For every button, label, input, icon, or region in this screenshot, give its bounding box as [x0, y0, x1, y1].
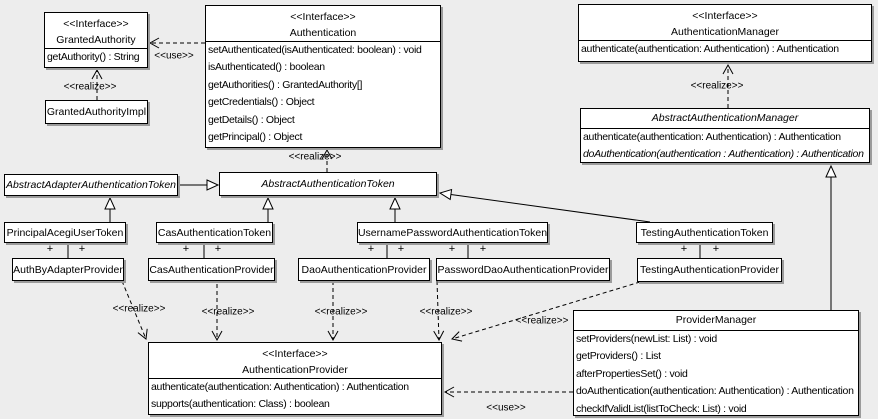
edge-realize-testing-provider — [451, 281, 641, 342]
realize-label: <<realize>> — [419, 306, 473, 318]
class-provider-manager[interactable]: ProviderManager setProviders(newList: Li… — [573, 310, 859, 416]
realize-label: <<realize>> — [515, 315, 569, 327]
class-authentication-manager[interactable]: <<Interface>> AuthenticationManager auth… — [578, 4, 872, 62]
class-name: GrantedAuthority — [56, 34, 136, 46]
class-cas-authentication-token[interactable]: CasAuthenticationToken — [156, 222, 273, 243]
multiplicity-label: + — [479, 243, 487, 255]
multiplicity-label: + — [367, 243, 375, 255]
class-granted-authority-impl[interactable]: GrantedAuthorityImpl — [45, 100, 148, 124]
method-row: doAuthentication(authentication : Authen… — [583, 148, 864, 161]
class-name: AbstractAdapterAuthenticationToken — [5, 179, 177, 191]
realize-label: <<realize>> — [63, 81, 117, 93]
methods-compartment: authenticate(authentication: Authenticat… — [149, 378, 441, 412]
stereotype-label: <<Interface>> — [262, 348, 328, 360]
class-name: UsernamePasswordAuthenticationToken — [357, 226, 548, 239]
class-name: AuthByAdapterProvider — [13, 263, 123, 276]
class-name: Authentication — [289, 27, 357, 39]
multiplicity-label: + — [397, 243, 405, 255]
methods-compartment: getAuthority() : String — [45, 48, 147, 66]
class-principal-acegi-user-token[interactable]: PrincipalAcegiUserToken — [4, 222, 126, 243]
method-row: isAuthenticated() : boolean — [208, 61, 325, 74]
method-row: supports(authentication: Class) : boolea… — [151, 397, 330, 410]
methods-compartment: authenticate(authentication: Authenticat… — [579, 40, 871, 58]
edge-realize-passworddao-provider — [433, 280, 445, 342]
method-row: getDetails() : Object — [208, 113, 295, 126]
stereotype-label: <<Interface>> — [692, 10, 758, 22]
multiplicity-label: + — [680, 243, 688, 255]
method-row: setProviders(newList: List) : void — [576, 333, 717, 345]
method-row: authenticate(authentication: Authenticat… — [151, 381, 409, 393]
multiplicity-label: + — [214, 243, 222, 255]
method-row: getPrincipal() : Object — [208, 131, 303, 144]
method-row: getAuthorities() : GrantedAuthority[] — [208, 78, 363, 91]
method-row: setAuthenticated(isAuthenticated: boolea… — [208, 44, 422, 56]
methods-compartment: setAuthenticated(isAuthenticated: boolea… — [206, 41, 440, 146]
stereotype-label: <<Interface>> — [63, 18, 129, 30]
class-name: AbstractAuthenticationManager — [651, 112, 799, 124]
multiplicity-label: + — [78, 243, 86, 255]
realize-label: <<realize>> — [314, 306, 368, 318]
class-header: <<Interface>> AuthenticationManager — [579, 5, 871, 40]
realize-label: <<realize>> — [690, 80, 744, 92]
class-name: TestingAuthenticationToken — [640, 226, 769, 239]
class-name: CasAuthenticationProvider — [149, 263, 274, 276]
method-row: getProviders() : List — [576, 350, 661, 363]
class-name: AuthenticationProvider — [242, 364, 348, 376]
class-name: GrantedAuthorityImpl — [46, 106, 147, 118]
edge-realize-authbyadapter-provider — [121, 280, 148, 340]
class-abstract-authentication-token[interactable]: AbstractAuthenticationToken — [219, 172, 437, 196]
class-abstract-adapter-authentication-token[interactable]: AbstractAdapterAuthenticationToken — [4, 174, 178, 196]
class-cas-authentication-provider[interactable]: CasAuthenticationProvider — [148, 258, 275, 281]
class-header: <<Interface>> Authentication — [206, 6, 440, 41]
method-row: authenticate(authentication: Authenticat… — [583, 131, 841, 143]
class-name: DaoAuthenticationProvider — [301, 263, 427, 276]
class-name: PrincipalAcegiUserToken — [6, 226, 124, 239]
class-name: TestingAuthenticationProvider — [640, 264, 779, 276]
method-row: getAuthority() : String — [47, 51, 140, 63]
class-auth-by-adapter-provider[interactable]: AuthByAdapterProvider — [12, 258, 124, 281]
class-name: AbstractAuthenticationToken — [261, 178, 395, 190]
class-password-dao-authentication-provider[interactable]: PasswordDaoAuthenticationProvider — [436, 258, 610, 281]
stereotype-label: <<Interface>> — [290, 11, 356, 23]
class-header: <<Interface>> GrantedAuthority — [45, 13, 147, 48]
class-testing-authentication-token[interactable]: TestingAuthenticationToken — [636, 222, 773, 243]
class-username-password-authentication-token[interactable]: UsernamePasswordAuthenticationToken — [357, 222, 548, 243]
multiplicity-label: + — [712, 243, 720, 255]
class-name: PasswordDaoAuthenticationProvider — [437, 263, 609, 276]
class-name: ProviderManager — [675, 314, 757, 326]
use-label: <<use>> — [154, 50, 194, 62]
multiplicity-label: + — [182, 243, 190, 255]
method-row: checkIfValidList(listToCheck: List) : vo… — [576, 402, 747, 415]
methods-compartment: authenticate(authentication: Authenticat… — [581, 128, 869, 162]
realize-label: <<realize>> — [201, 306, 255, 318]
edge-generalization-testing-token — [438, 188, 651, 223]
realize-label: <<realize>> — [288, 151, 342, 163]
method-row: authenticate(authentication: Authenticat… — [581, 43, 839, 55]
methods-compartment: setProviders(newList: List) : void getPr… — [574, 330, 858, 415]
class-name: CasAuthenticationToken — [157, 226, 272, 239]
method-row: getCredentials() : Object — [208, 96, 315, 109]
multiplicity-label: + — [46, 243, 54, 255]
class-testing-authentication-provider[interactable]: TestingAuthenticationProvider — [637, 258, 782, 282]
multiplicity-label: + — [448, 243, 456, 255]
class-name: AuthenticationManager — [671, 26, 779, 38]
realize-label: <<realize>> — [112, 303, 166, 315]
class-dao-authentication-provider[interactable]: DaoAuthenticationProvider — [298, 258, 430, 281]
class-header: <<Interface>> AuthenticationProvider — [149, 343, 441, 378]
method-row: afterPropertiesSet() : void — [576, 367, 688, 380]
class-granted-authority[interactable]: <<Interface>> GrantedAuthority getAuthor… — [44, 12, 148, 68]
class-abstract-authentication-manager[interactable]: AbstractAuthenticationManager authentica… — [580, 108, 870, 163]
method-row: doAuthentication(authentication: Authent… — [576, 385, 854, 398]
class-authentication-provider[interactable]: <<Interface>> AuthenticationProvider aut… — [148, 342, 442, 415]
use-label: <<use>> — [486, 402, 526, 414]
class-authentication[interactable]: <<Interface>> Authentication setAuthenti… — [205, 5, 441, 148]
